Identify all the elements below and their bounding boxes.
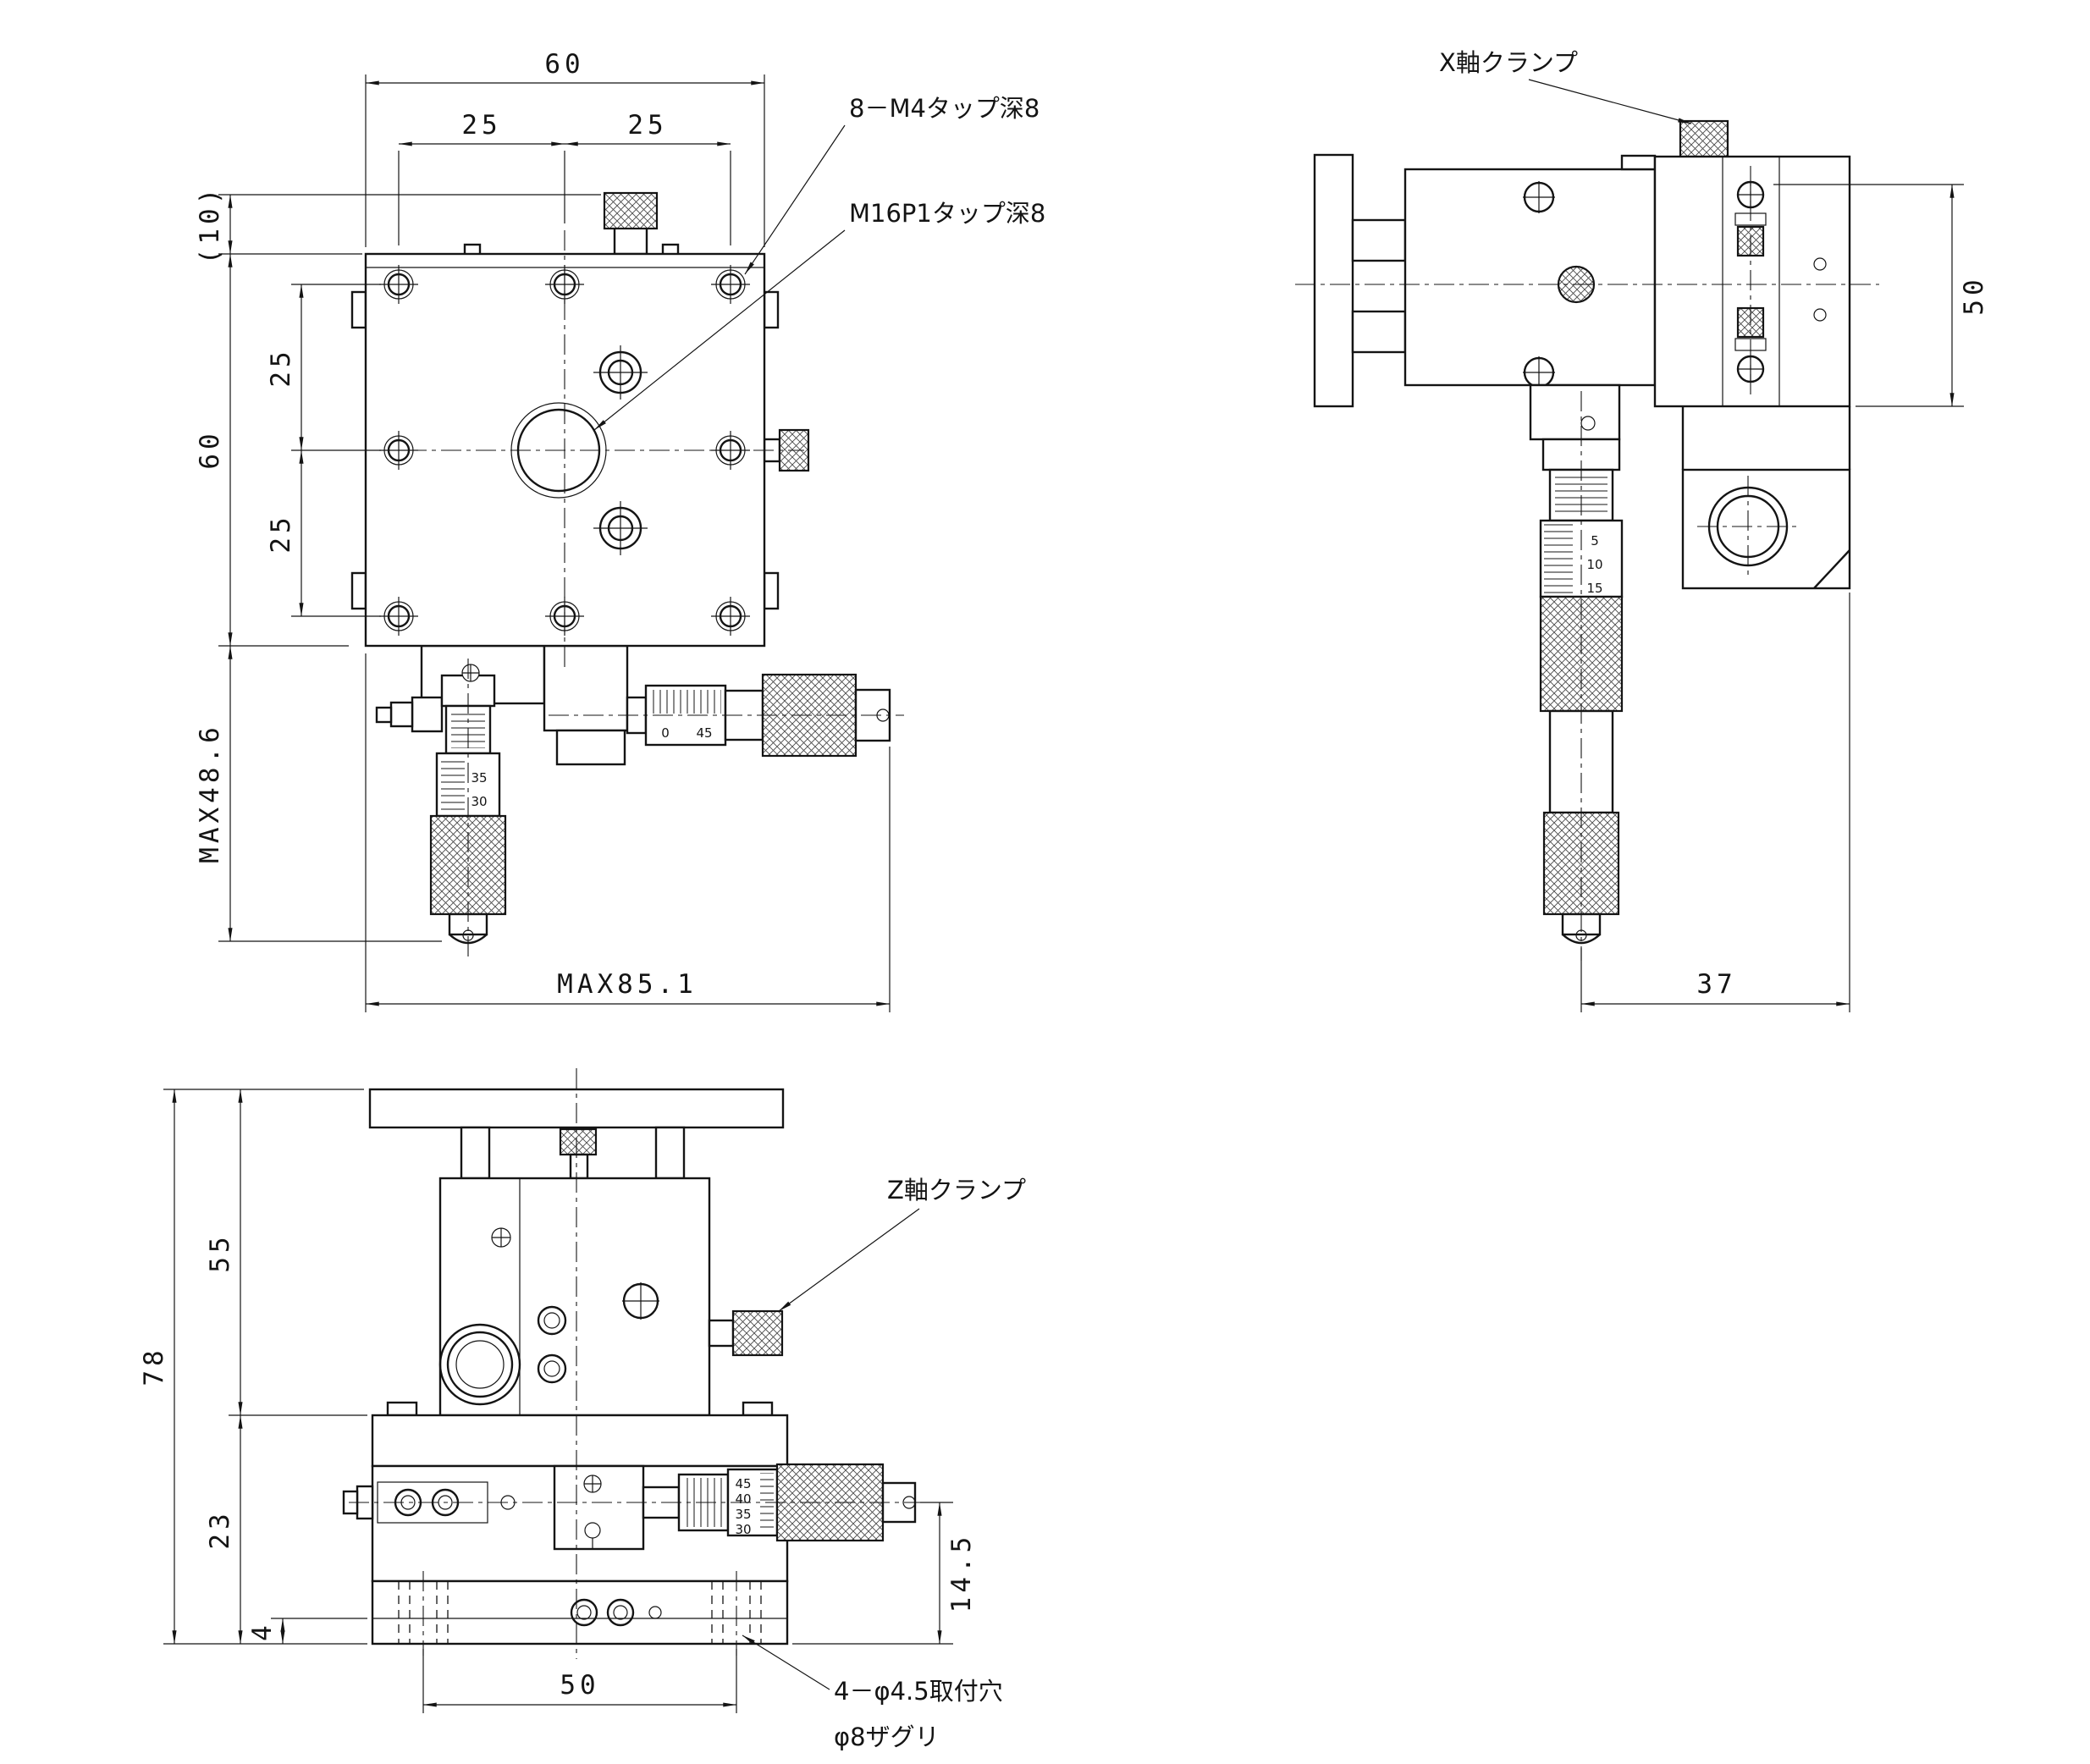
plan-lower-assembly: 35 30 0 45	[375, 644, 891, 945]
side-right-plate	[1653, 155, 1851, 408]
socket-screw	[570, 1598, 598, 1627]
socket-screw	[606, 1598, 635, 1627]
mic-scale-number: 5	[1591, 533, 1599, 548]
label-m16-tap: M16P1タップ深8	[849, 199, 1045, 228]
label-mount-hole: 4－φ4.5取付穴	[834, 1677, 1003, 1706]
edge-tab	[350, 571, 367, 610]
mic-scale-number: 35	[471, 770, 487, 786]
phillips-screw	[622, 1282, 659, 1320]
hidden-mount-hole-right	[711, 1581, 762, 1644]
edge-tab	[763, 571, 780, 610]
dim-max-height: MAX48.6	[195, 723, 225, 863]
front-centerlines	[349, 1068, 927, 1659]
side-main-body	[1403, 168, 1657, 387]
mic-scale-number: 0	[661, 725, 670, 741]
side-dimensions: 50 37	[1580, 184, 1989, 1012]
base-plate	[371, 1579, 789, 1645]
label-z-clamp: Z軸クランプ	[887, 1176, 1026, 1204]
mic-scale-number: 30	[735, 1522, 751, 1537]
front-upper-body	[438, 1177, 711, 1417]
z-clamp-knob	[731, 1309, 784, 1357]
top-clamp-stem	[613, 225, 648, 256]
front-center-bracket	[553, 1464, 645, 1551]
label-m4-tap: 8－M4タップ深8	[849, 94, 1039, 123]
micrometer-scale-ticks	[650, 690, 721, 714]
plan-view: 35 30 0 45	[195, 49, 1045, 1012]
side-view: 5 10 15 50	[1295, 48, 1989, 1012]
plan-horizontal-micrometer: 0 45	[626, 673, 891, 758]
mic-scale-number: 30	[471, 794, 487, 809]
mic-scale-number: 35	[735, 1507, 751, 1522]
dim-55: 55	[205, 1232, 235, 1272]
dim-37: 37	[1696, 969, 1736, 1000]
plan-centerlines	[337, 230, 904, 961]
front-view: 45 40 35 30	[139, 1068, 1026, 1751]
plan-top-plate	[350, 191, 810, 648]
counterbored-hole	[593, 345, 648, 400]
socket-screw	[537, 1353, 567, 1384]
label-counterbore: φ8ザグリ	[834, 1723, 940, 1751]
plan-callouts: 8－M4タップ深8 M16P1タップ深8	[593, 94, 1045, 431]
micrometer-knurl	[429, 814, 507, 916]
center-knob	[559, 1127, 598, 1156]
front-bodies: 45 40 35 30	[342, 1088, 917, 1645]
dim-max-width: MAX85.1	[557, 969, 698, 1000]
x-clamp-knob	[1679, 119, 1729, 158]
hidden-mount-hole-left	[398, 1581, 449, 1644]
dim-14-5: 14.5	[946, 1533, 977, 1613]
side-centerlines	[1295, 166, 1879, 961]
dim-23: 23	[205, 1509, 235, 1549]
plan-anvil-block	[543, 644, 629, 732]
handle-plate-edge	[1313, 153, 1354, 408]
mic-scale-number: 40	[735, 1491, 751, 1507]
middle-plate	[371, 1414, 789, 1468]
dim-side-height: 60	[195, 429, 225, 469]
plan-left-spindle	[411, 696, 444, 733]
dim-78: 78	[139, 1346, 169, 1386]
dim-pitch-left: 25	[461, 110, 501, 141]
top-clamp-knob	[603, 191, 659, 230]
plan-dimensions: 60 25 25 (10) 60 25 25 MAX48.6	[195, 49, 891, 1012]
mic-scale-number: 10	[1586, 557, 1602, 572]
front-horizontal-micrometer: 45 40 35 30	[642, 1463, 917, 1542]
socket-screw	[537, 1305, 567, 1336]
side-callouts: X軸クランプ	[1439, 48, 1692, 124]
label-x-clamp: X軸クランプ	[1439, 48, 1578, 77]
mic-scale-number: 45	[696, 725, 712, 741]
front-dimensions: 78 55 23 4 50 14.5	[139, 1089, 977, 1713]
edge-tab	[763, 290, 780, 329]
side-right-block	[1681, 406, 1851, 590]
side-bodies: 5 10 15	[1313, 119, 1851, 945]
front-small-screw	[491, 1227, 511, 1248]
dim-pitch-upper: 25	[266, 347, 296, 387]
dim-knob-offset: (10)	[195, 185, 225, 265]
dim-top-width: 60	[544, 49, 584, 80]
mic-scale-number: 45	[735, 1476, 751, 1491]
edge-tab	[350, 290, 367, 329]
front-bore	[438, 1323, 521, 1406]
counterbored-hole	[593, 501, 648, 555]
front-callouts: Z軸クランプ 4－φ4.5取付穴 φ8ザグリ	[742, 1176, 1026, 1751]
side-bracket	[1529, 383, 1621, 441]
z-clamp-stem	[708, 1319, 735, 1348]
body-screw	[1523, 181, 1555, 213]
dim-50: 50	[1959, 275, 1989, 315]
mic-scale-number: 15	[1586, 581, 1602, 596]
dim-4: 4	[247, 1621, 278, 1641]
dim-pitch-right: 25	[627, 110, 667, 141]
dim-pitch-lower: 25	[266, 513, 296, 553]
dim-50-front: 50	[560, 1670, 599, 1701]
